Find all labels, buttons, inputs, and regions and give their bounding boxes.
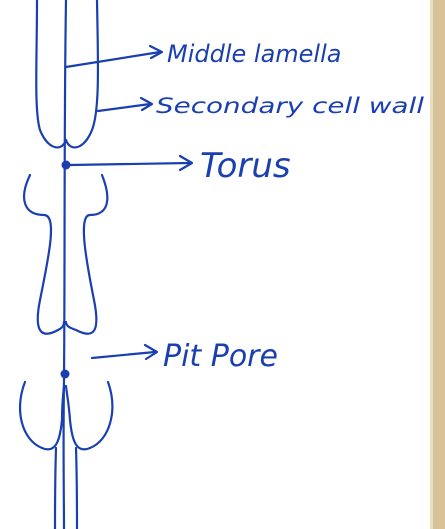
lower-left-stem bbox=[55, 448, 56, 529]
arrow-pit-pore bbox=[92, 345, 157, 359]
middle-left-chamber bbox=[24, 175, 64, 334]
middle-lamella-line bbox=[64, 0, 66, 529]
upper-left-wall bbox=[36, 0, 66, 147]
label-torus: Torus bbox=[200, 146, 291, 186]
arrow-middle-lamella bbox=[66, 46, 162, 67]
arrow-torus bbox=[70, 156, 192, 170]
paper-border-shadow bbox=[430, 0, 433, 529]
label-middle-lamella: Middle lamella bbox=[167, 40, 341, 68]
pit-pore-dot bbox=[61, 370, 70, 379]
arrow-secondary-cell-wall bbox=[98, 98, 152, 111]
paper-border bbox=[432, 0, 445, 529]
lower-right-stem bbox=[76, 448, 77, 529]
upper-right-wall bbox=[66, 0, 98, 147]
label-pit-pore: Pit Pore bbox=[163, 339, 278, 374]
lower-left-wall bbox=[20, 382, 64, 449]
middle-right-chamber bbox=[66, 175, 107, 334]
lower-right-wall bbox=[66, 382, 112, 449]
label-secondary-cell-wall: Secondary cell wall bbox=[156, 94, 424, 118]
